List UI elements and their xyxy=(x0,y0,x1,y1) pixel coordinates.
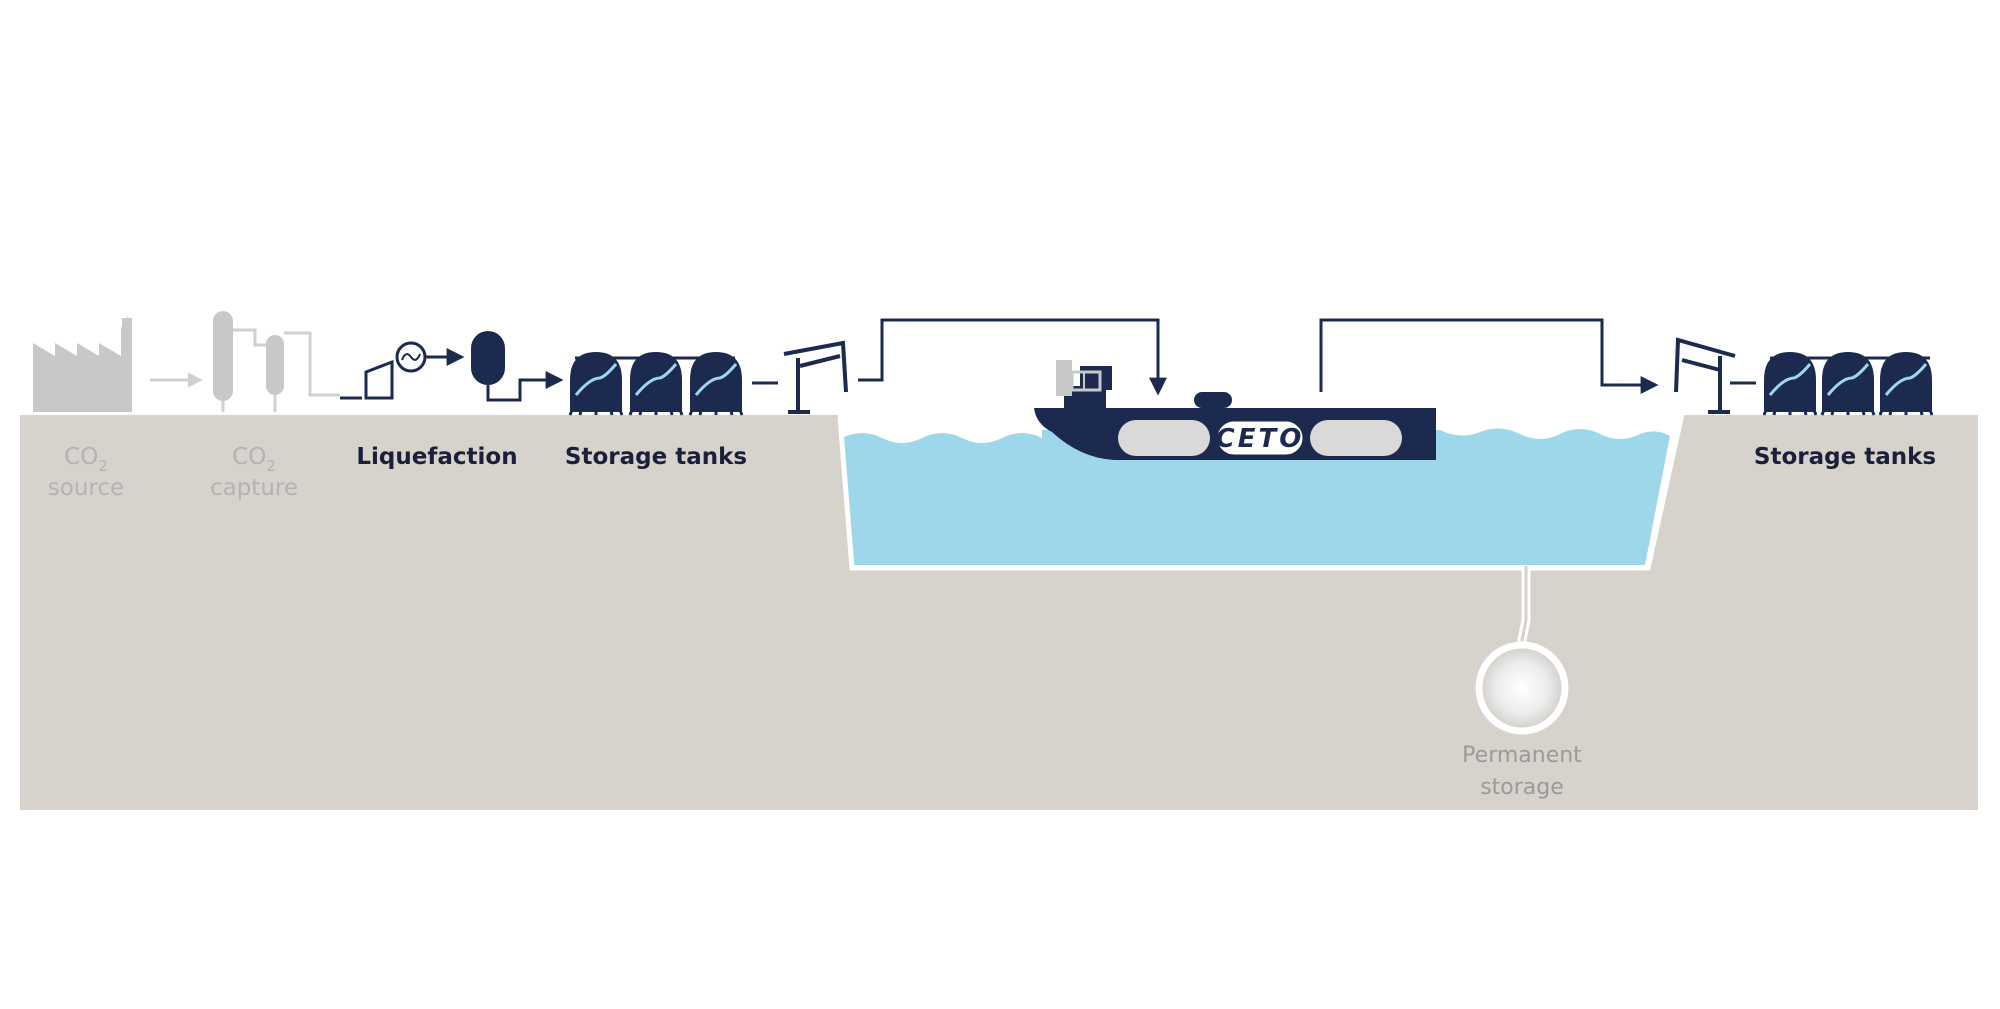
co2-source-label: CO2 xyxy=(64,444,108,475)
sea xyxy=(842,428,1670,565)
unloading-flow-arrow xyxy=(1319,318,1659,394)
loading-arm-right-icon xyxy=(1674,337,1736,414)
sea-basin-outline xyxy=(837,413,1685,571)
co2-source-subscript: 2 xyxy=(98,457,108,475)
storage-tanks-right-label: Storage tanks xyxy=(1754,444,1936,470)
ship-name-label: CETO xyxy=(1216,424,1305,454)
co2-source-label-line2: source xyxy=(48,475,124,501)
loading-flow-arrow xyxy=(858,318,1167,396)
permanent-storage-label: Permanent xyxy=(1462,743,1582,768)
storage-tanks-left-label: Storage tanks xyxy=(565,444,747,470)
storage-tanks-left-icon xyxy=(568,352,744,416)
co2-carrier-ship: CETO xyxy=(1034,360,1436,460)
liquefaction-icon xyxy=(340,331,564,402)
permanent-storage-icon xyxy=(1475,641,1569,735)
loading-arm-left-icon xyxy=(783,340,848,414)
factory-icon xyxy=(33,316,132,412)
liquefaction-label: Liquefaction xyxy=(356,444,517,470)
storage-tanks-right-icon xyxy=(1762,352,1934,416)
co2-capture-label-line2: capture xyxy=(210,475,298,501)
co2-capture-subscript: 2 xyxy=(266,457,276,475)
co2-capture-label: CO2 xyxy=(232,444,276,475)
permanent-storage-label-line2: storage xyxy=(1480,775,1564,800)
capture-columns-icon xyxy=(213,311,340,412)
